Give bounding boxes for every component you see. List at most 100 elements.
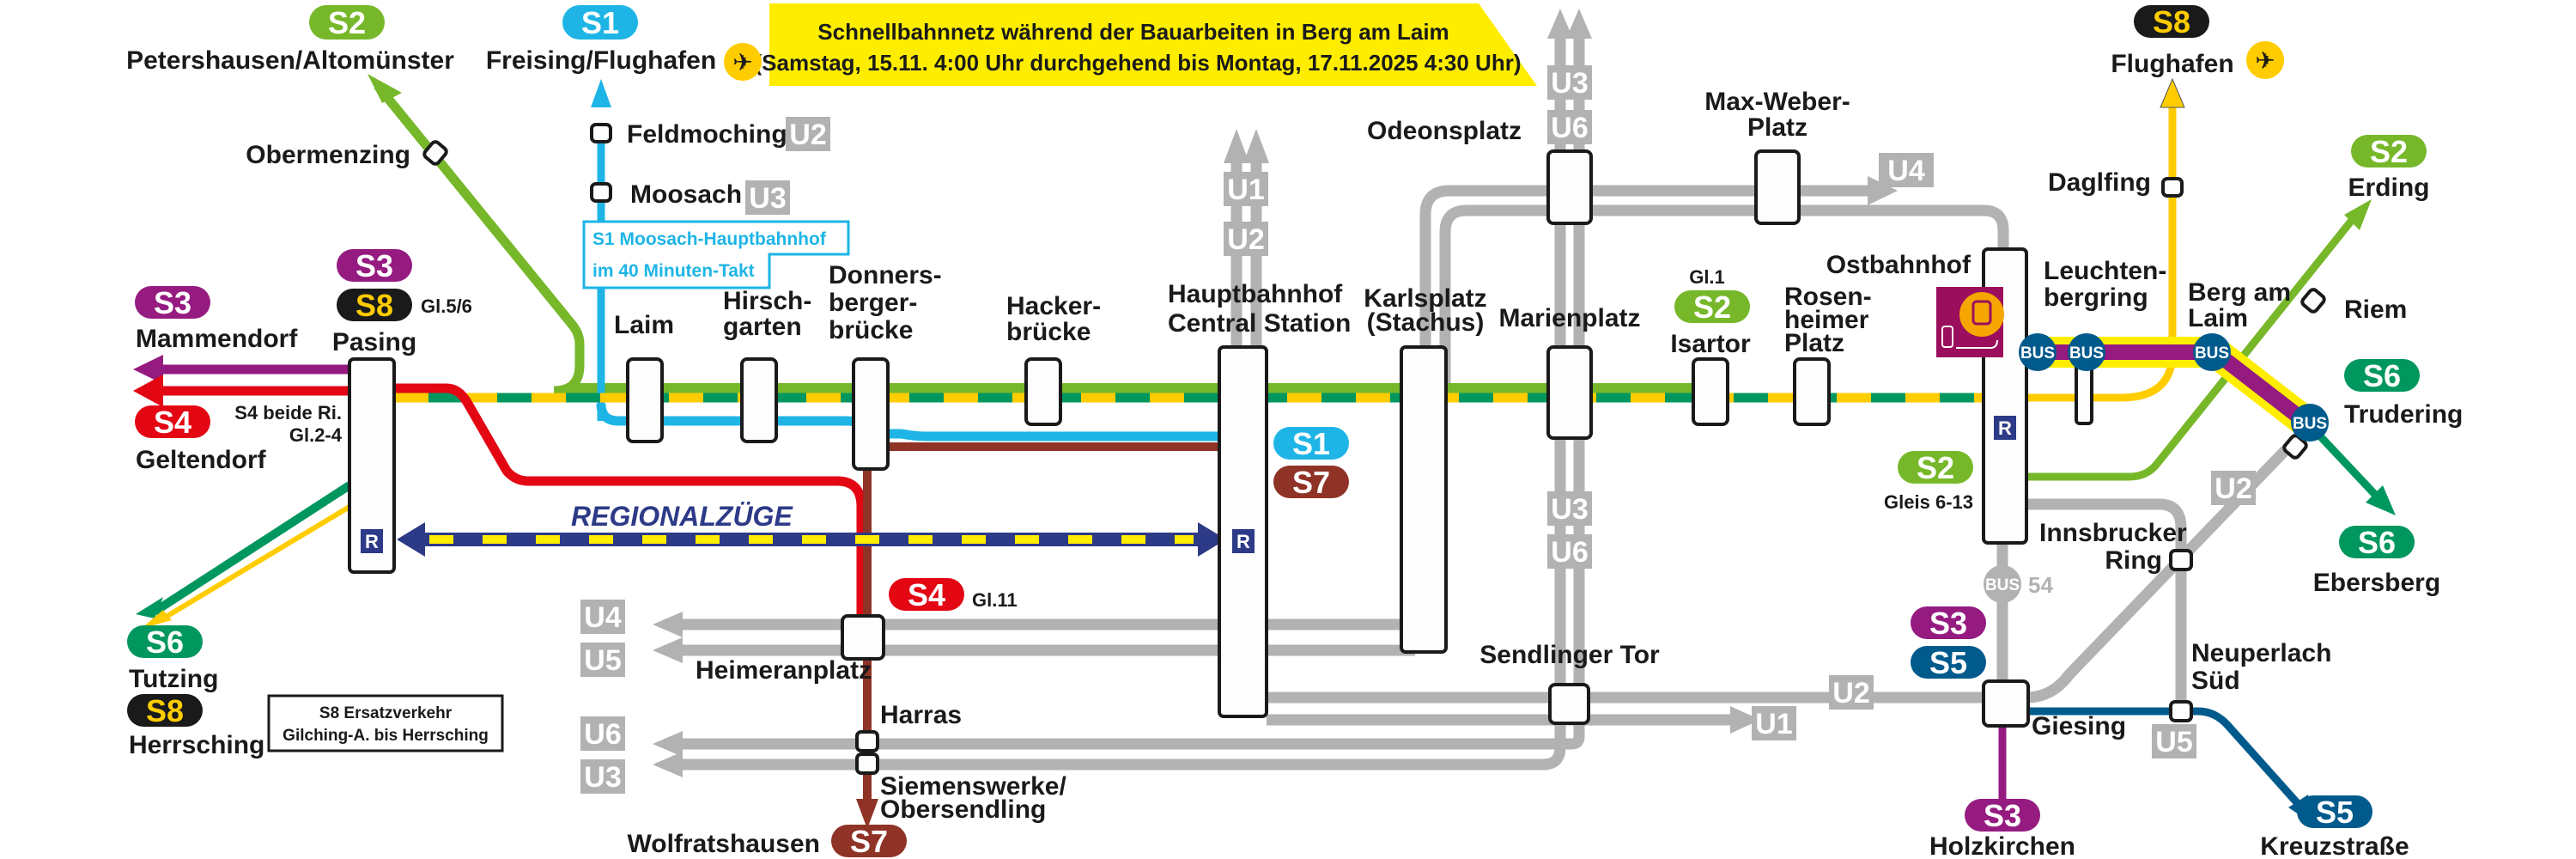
station-innsbrucker-ring[interactable] — [2169, 549, 2193, 571]
station-harras[interactable] — [855, 730, 879, 752]
station-daglfing[interactable] — [2161, 177, 2184, 198]
label-donnersbergerbruecke: Donners- — [829, 261, 942, 289]
label-isartor: Isartor — [1670, 330, 1751, 358]
svg-text:✈: ✈ — [732, 48, 752, 76]
station-pasing[interactable] — [348, 357, 396, 574]
destination-wolfratshausen: Wolfratshausen — [628, 830, 821, 858]
u1-east-arrow — [1730, 706, 1760, 734]
svg-text:S6: S6 — [2358, 525, 2396, 560]
svg-text:berger-: berger- — [829, 289, 917, 317]
ubahn-badges: U2 U3 U1 U2 U3 U6 U3 U6 U4 U4 U5 U6 U3 U… — [580, 65, 2256, 794]
svg-text:Platz: Platz — [1747, 113, 1807, 142]
banner-line-1: Schnellbahnnetz während der Bauarbeiten … — [817, 19, 1449, 45]
bus-icon: BUS — [2019, 333, 2057, 371]
svg-text:S1: S1 — [581, 5, 619, 40]
badge-s1: S1 — [1273, 426, 1349, 461]
label-siemenswerke: Siemenswerke/ — [880, 772, 1066, 801]
destination-tutzing: Tutzing — [129, 665, 218, 693]
station-obermenzing[interactable] — [422, 140, 448, 166]
svg-text:brücke: brücke — [829, 316, 913, 344]
label-daglfing: Daglfing — [2048, 168, 2151, 197]
s3-west-arrow — [133, 355, 163, 384]
svg-text:Central Station: Central Station — [1168, 309, 1351, 338]
label-s4-gl11: Gl.11 — [972, 589, 1018, 611]
station-max-weber-platz[interactable] — [1754, 149, 1801, 225]
svg-text:S2: S2 — [1693, 289, 1731, 325]
svg-text:S7: S7 — [1292, 465, 1330, 500]
svg-text:R: R — [1236, 531, 1250, 552]
svg-text:R: R — [1998, 417, 2012, 439]
svg-text:✈: ✈ — [2255, 46, 2275, 75]
svg-text:heimer: heimer — [1784, 306, 1869, 334]
badge-s7: S7 — [1273, 465, 1349, 500]
label-hauptbahnhof: Hauptbahnhof — [1168, 280, 1343, 308]
badge-s7: S7 — [831, 824, 907, 859]
station-giesing[interactable] — [1982, 679, 2030, 728]
station-hackerbruecke[interactable] — [1024, 357, 1062, 426]
station-odeonsplatz[interactable] — [1546, 149, 1593, 225]
u5-west-arrow — [653, 637, 683, 663]
station-neuperlach-sued[interactable] — [2169, 700, 2193, 722]
station-feldmoching[interactable] — [590, 123, 612, 143]
regional-arrow-right — [1198, 522, 1226, 557]
label-regionalzuege: REGIONALZÜGE — [571, 501, 793, 532]
station-isartor[interactable] — [1692, 357, 1729, 426]
label-rosenheimer-platz: Rosen- — [1784, 283, 1872, 311]
svg-text:S6: S6 — [146, 624, 184, 660]
svg-text:S1: S1 — [1292, 426, 1330, 461]
svg-text:S3: S3 — [355, 248, 393, 283]
badge-s2: S2 — [309, 5, 385, 40]
badge-s4: S4 — [135, 405, 210, 440]
badge-s8: S8 — [127, 693, 203, 728]
svg-text:U5: U5 — [584, 644, 621, 677]
station-laim[interactable] — [626, 357, 664, 443]
station-marienplatz[interactable] — [1546, 345, 1593, 440]
svg-text:S3: S3 — [154, 285, 191, 320]
u6-west-arrow — [653, 731, 683, 757]
svg-text:Gl.2-4: Gl.2-4 — [289, 424, 343, 446]
bus-icon: BUS — [2193, 333, 2231, 371]
badge-s3: S3 — [337, 248, 412, 283]
banner-line-2: (Samstag, 15.11. 4:00 Uhr durchgehend bi… — [755, 50, 1522, 76]
destination-holzkirchen: Holzkirchen — [1929, 832, 2075, 859]
station-riem[interactable] — [2300, 288, 2326, 314]
label-max-weber-platz: Max-Weber- — [1704, 88, 1850, 116]
station-donnersbergerbruecke[interactable] — [852, 357, 890, 471]
svg-text:BUS: BUS — [2069, 344, 2104, 362]
label-laim: Laim — [614, 311, 674, 339]
svg-text:U3: U3 — [1551, 67, 1588, 100]
sbahn-pills: S2 S1 S3 S8 S3 S4 S6 S8 S1 S7 S4 S7 S2 S… — [127, 4, 2427, 859]
svg-text:U1: U1 — [1227, 174, 1264, 206]
station-heimeranplatz[interactable] — [841, 614, 885, 661]
station-rosenheimer-platz[interactable] — [1793, 357, 1831, 426]
station-moosach[interactable] — [590, 182, 612, 203]
airplane-icon: ✈ — [2246, 41, 2284, 79]
s7-south-arrow — [856, 799, 878, 829]
badge-s1: S1 — [562, 5, 638, 40]
svg-text:54: 54 — [2028, 572, 2053, 598]
label-innsbrucker-ring: Innsbrucker — [2039, 519, 2187, 547]
label-feldmoching: Feldmoching — [627, 120, 787, 149]
s2-east-arrow — [2344, 199, 2372, 230]
svg-text:U3: U3 — [584, 761, 621, 794]
station-sendlinger-tor[interactable] — [1548, 683, 1590, 725]
label-hackerbruecke: Hacker- — [1006, 292, 1101, 320]
station-siemenswerke[interactable] — [855, 752, 879, 775]
badge-s3: S3 — [135, 285, 210, 320]
regional-train-icon — [361, 529, 383, 553]
station-hirschgarten[interactable] — [740, 357, 778, 443]
label-berg-am-laim: Berg am — [2188, 278, 2291, 307]
s1-north-arrow — [591, 79, 611, 107]
destination-mammendorf: Mammendorf — [136, 325, 298, 353]
svg-text:S8: S8 — [2153, 4, 2190, 40]
ubahn-lines — [653, 9, 2306, 777]
label-gleis-6-13: Gleis 6-13 — [1884, 491, 1973, 513]
destination-herrsching: Herrsching — [129, 731, 264, 759]
station-karlsplatz[interactable] — [1400, 345, 1448, 654]
badge-s6: S6 — [2339, 525, 2415, 560]
destination-ebersberg: Ebersberg — [2313, 569, 2440, 597]
svg-text:S7: S7 — [850, 824, 888, 859]
destination-geltendorf: Geltendorf — [136, 446, 267, 474]
label-harras: Harras — [880, 701, 962, 729]
